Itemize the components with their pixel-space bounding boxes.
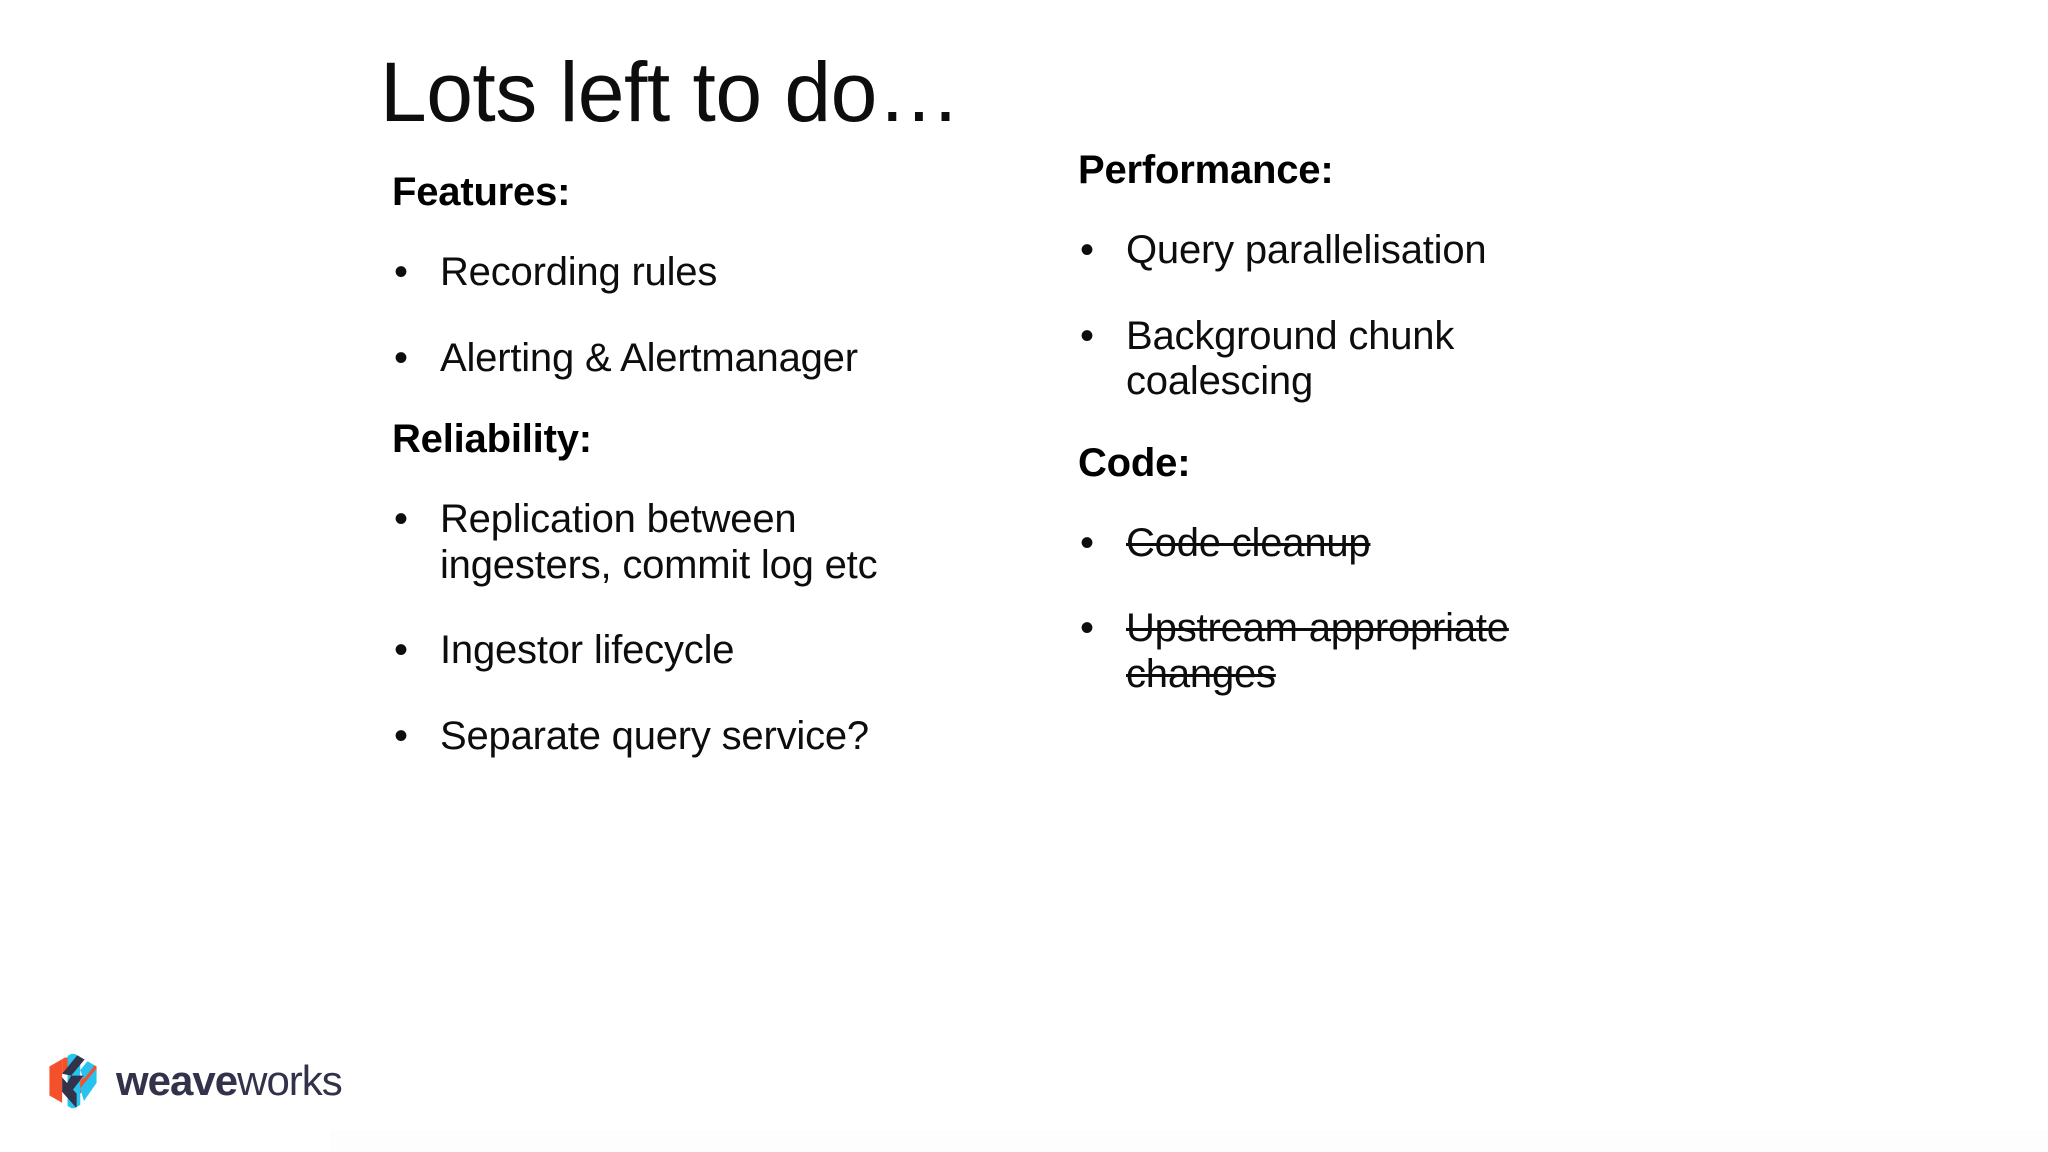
- page-title: Lots left to do…: [380, 45, 961, 139]
- list-item-label: Recording rules: [440, 250, 718, 294]
- list-item-label: Background chunk coalescing: [1126, 313, 1455, 404]
- list-item-label: Replication between ingesters, commit lo…: [440, 497, 878, 587]
- bullet-dot-icon: •: [394, 497, 408, 542]
- wordmark-weave: weave: [116, 1057, 238, 1104]
- section-performance: Performance: • Query parallelisation • B…: [1078, 146, 1678, 405]
- list-item-label: Ingestor lifecycle: [440, 628, 735, 673]
- section-heading-features: Features:: [392, 170, 571, 214]
- section-heading-performance: Performance:: [1078, 148, 1334, 192]
- list-item: • Alerting & Alertmanager: [392, 336, 972, 382]
- list-item-label: Alerting & Alertmanager: [440, 335, 858, 380]
- section-code: Code: • Code cleanup • Upstream appropri…: [1078, 439, 1678, 698]
- section-reliability: Reliability: • Replication between inges…: [392, 415, 972, 759]
- list-item: • Ingestor lifecycle: [392, 628, 972, 674]
- list-item-label: Query parallelisation: [1126, 228, 1487, 272]
- weaveworks-logo: weaveworks: [44, 1052, 343, 1110]
- bullet-list-code: • Code cleanup • Upstream appropriate ch…: [1078, 521, 1678, 698]
- weaveworks-mark-icon: [44, 1052, 102, 1110]
- column-left: Features: • Recording rules • Alerting &…: [392, 168, 972, 794]
- weaveworks-wordmark: weaveworks: [116, 1057, 343, 1104]
- bullet-dot-icon: •: [394, 713, 408, 758]
- list-item: • Code cleanup: [1078, 521, 1678, 567]
- list-item-label: Code cleanup: [1126, 520, 1371, 565]
- wordmark-works: works: [237, 1057, 343, 1104]
- list-item: • Upstream appropriate changes: [1078, 606, 1621, 697]
- section-heading-reliability: Reliability:: [392, 417, 592, 462]
- list-item: • Replication between ingesters, commit …: [392, 497, 972, 588]
- column-right: Performance: • Query parallelisation • B…: [1078, 146, 1678, 732]
- bullet-dot-icon: •: [1080, 313, 1094, 358]
- list-item: • Query parallelisation: [1078, 228, 1678, 274]
- bullet-dot-icon: •: [1080, 228, 1094, 272]
- bullet-dot-icon: •: [1080, 520, 1094, 565]
- bullet-dot-icon: •: [1080, 606, 1094, 651]
- bottom-band: [330, 1130, 2048, 1152]
- list-item: • Background chunk coalescing: [1078, 314, 1546, 405]
- list-item-label: Separate query service?: [440, 713, 869, 758]
- bullet-list-features: • Recording rules • Alerting & Alertmana…: [392, 250, 972, 381]
- bullet-list-performance: • Query parallelisation • Background chu…: [1078, 228, 1678, 405]
- section-heading-code: Code:: [1078, 440, 1191, 485]
- list-item: • Separate query service?: [392, 714, 972, 760]
- list-item: • Recording rules: [392, 250, 972, 296]
- section-features: Features: • Recording rules • Alerting &…: [392, 168, 972, 381]
- bullet-dot-icon: •: [394, 628, 408, 673]
- bullet-list-reliability: • Replication between ingesters, commit …: [392, 497, 972, 759]
- list-item-label: Upstream appropriate changes: [1126, 606, 1509, 696]
- bullet-dot-icon: •: [394, 250, 408, 294]
- bullet-dot-icon: •: [394, 335, 408, 380]
